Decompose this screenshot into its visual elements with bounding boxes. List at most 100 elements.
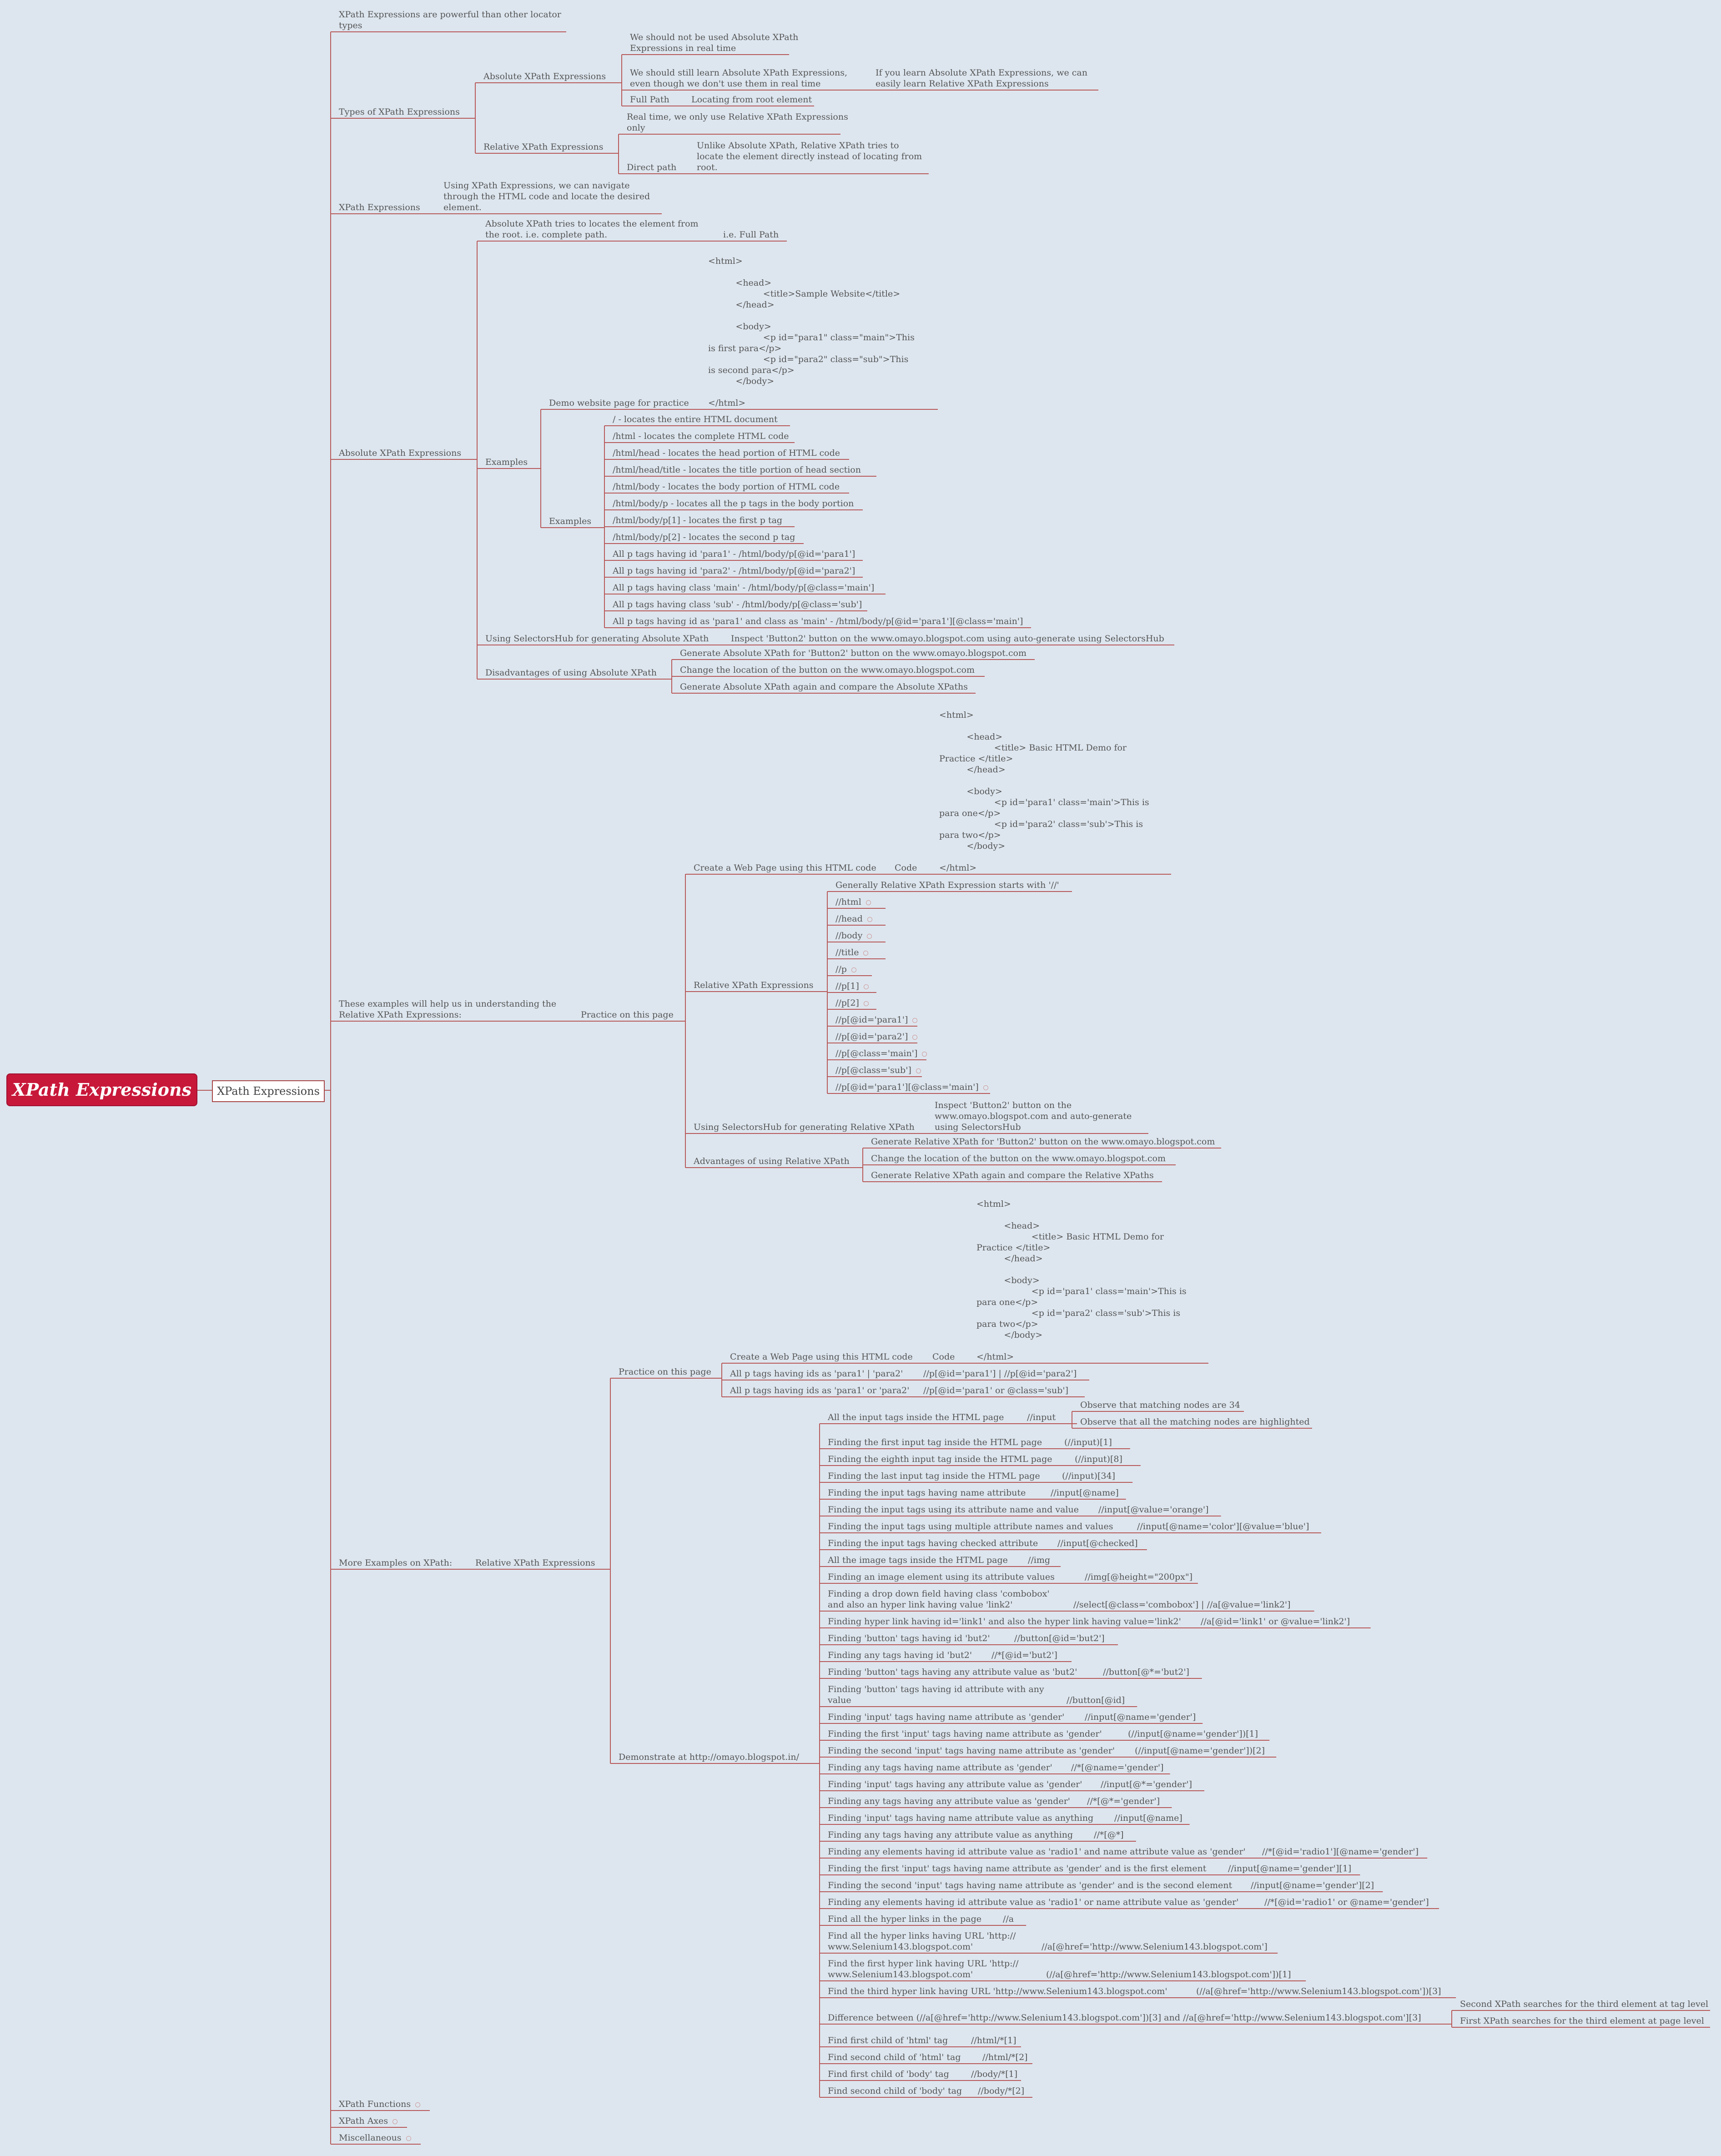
- topic-d36[interactable]: Find first child of 'body' tag: [828, 2069, 949, 2079]
- topic-n31[interactable]: Code: [895, 863, 917, 873]
- topic-d35[interactable]: Find second child of 'html' tag: [828, 2052, 961, 2062]
- topic-d7[interactable]: Finding the input tags using multiple at…: [828, 1521, 1113, 1531]
- topic-n9[interactable]: Relative XPath Expressions: [483, 142, 604, 152]
- topic-n38[interactable]: Change the location of the button on the…: [871, 1154, 1166, 1164]
- topic-d18v[interactable]: (//input[@name='gender'])[1]: [1128, 1729, 1258, 1739]
- topic-d2v[interactable]: (//input)[1]: [1064, 1437, 1112, 1447]
- topic-d8[interactable]: Finding the input tags having checked at…: [828, 1538, 1038, 1548]
- topic-d21[interactable]: Finding 'input' tags having any attribut…: [828, 1779, 1082, 1789]
- topic-d19[interactable]: Finding the second 'input' tags having n…: [828, 1746, 1115, 1756]
- topic-n4[interactable]: We should not be used Absolute XPath Exp…: [630, 32, 799, 53]
- topic-d9[interactable]: All the image tags inside the HTML page: [828, 1555, 1008, 1565]
- topic-d20v[interactable]: //*[@name='gender']: [1071, 1763, 1164, 1773]
- topic-r3[interactable]: //body: [835, 930, 872, 941]
- topic-d6v[interactable]: //input[@value='orange']: [1098, 1505, 1209, 1515]
- topic-d29v[interactable]: //a: [1003, 1914, 1014, 1924]
- topic-d1v[interactable]: //input: [1027, 1412, 1056, 1422]
- topic-a6[interactable]: /html/body/p - locates all the p tags in…: [613, 499, 854, 509]
- topic-n50[interactable]: Demonstrate at http://omayo.blogspot.in/: [619, 1752, 800, 1762]
- topic-r5[interactable]: //p: [835, 964, 856, 975]
- topic-n43[interactable]: Create a Web Page using this HTML code: [730, 1352, 913, 1362]
- topic-n46[interactable]: All p tags having ids as 'para1' | 'para…: [730, 1369, 903, 1379]
- topic-n26[interactable]: Change the location of the button on the…: [680, 665, 975, 675]
- topic-d34v[interactable]: //html/*[1]: [971, 2035, 1016, 2045]
- topic-n22[interactable]: Using SelectorsHub for generating Absolu…: [485, 634, 709, 644]
- topic-d2[interactable]: Finding the first input tag inside the H…: [828, 1437, 1042, 1447]
- topic-d33[interactable]: Difference between (//a[@href='http://ww…: [828, 2013, 1421, 2023]
- topic-n39[interactable]: Generate Relative XPath again and compar…: [871, 1170, 1154, 1180]
- topic-d23[interactable]: Finding 'input' tags having name attribu…: [828, 1813, 1094, 1823]
- topic-n33[interactable]: Relative XPath Expressions: [694, 980, 814, 990]
- topic-n14[interactable]: Using XPath Expressions, we can navigate…: [443, 181, 650, 212]
- topic-n10[interactable]: Real time, we only use Relative XPath Ex…: [627, 112, 848, 133]
- topic-r0[interactable]: Generally Relative XPath Expression star…: [835, 880, 1059, 890]
- topic-n40[interactable]: More Examples on XPath:: [339, 1558, 453, 1568]
- topic-d30v[interactable]: //a[@href='http://www.Selenium143.blogsp…: [1042, 1942, 1268, 1952]
- topic-n16[interactable]: Absolute XPath tries to locates the elem…: [485, 219, 699, 240]
- topic-d35v[interactable]: //html/*[2]: [982, 2052, 1028, 2062]
- topic-d3v[interactable]: (//input)[8]: [1075, 1454, 1122, 1464]
- topic-d11v[interactable]: //select[@class='combobox'] | //a[@value…: [1073, 1600, 1291, 1610]
- topic-n19[interactable]: Demo website page for practice: [549, 398, 689, 408]
- topic-n8[interactable]: Locating from root element: [691, 95, 812, 105]
- topic-d25[interactable]: Finding any elements having id attribute…: [828, 1847, 1246, 1857]
- topic-r8[interactable]: //p[@id='para1']: [835, 1014, 917, 1025]
- topic-d17v[interactable]: //input[@name='gender']: [1085, 1712, 1196, 1722]
- topic-d4v[interactable]: (//input)[34]: [1062, 1471, 1115, 1481]
- topic-r4[interactable]: //title: [835, 947, 868, 958]
- topic-n34[interactable]: Using SelectorsHub for generating Relati…: [694, 1122, 915, 1132]
- topic-d9v[interactable]: //img: [1028, 1555, 1051, 1565]
- topic-a3[interactable]: /html/head - locates the head portion of…: [613, 448, 840, 458]
- topic-d27[interactable]: Finding the second 'input' tags having n…: [828, 1880, 1233, 1890]
- topic-n44[interactable]: Code: [932, 1352, 955, 1362]
- topic-d30[interactable]: Find all the hyper links having URL 'htt…: [828, 1931, 1016, 1952]
- topic-d24v[interactable]: //*[@*]: [1094, 1830, 1124, 1840]
- topic-n47[interactable]: //p[@id='para1'] | //p[@id='para2']: [923, 1369, 1077, 1379]
- topic-d17[interactable]: Finding 'input' tags having name attribu…: [828, 1712, 1065, 1722]
- topic-d31[interactable]: Find the first hyper link having URL 'ht…: [828, 1959, 1019, 1980]
- topic-d36v[interactable]: //body/*[1]: [971, 2069, 1018, 2079]
- topic-r6[interactable]: //p[1]: [835, 981, 869, 992]
- central-topic[interactable]: XPath Expressions: [7, 1074, 196, 1105]
- topic-d24[interactable]: Finding any tags having any attribute va…: [828, 1830, 1073, 1840]
- topic-a13[interactable]: All p tags having id as 'para1' and clas…: [613, 616, 1023, 626]
- topic-d27v[interactable]: //input[@name='gender'][2]: [1251, 1880, 1374, 1890]
- topic-a11[interactable]: All p tags having class 'main' - /html/b…: [613, 583, 875, 593]
- topic-r12[interactable]: //p[@id='para1'][@class='main']: [835, 1082, 988, 1093]
- topic-d28[interactable]: Finding any elements having id attribute…: [828, 1897, 1239, 1907]
- topic-d18[interactable]: Finding the first 'input' tags having na…: [828, 1729, 1102, 1739]
- topic-n53[interactable]: Miscellaneous: [339, 2132, 411, 2143]
- topic-d10[interactable]: Finding an image element using its attri…: [828, 1572, 1055, 1582]
- topic-n20[interactable]: <html> <head> <title>Sample Website</tit…: [708, 256, 915, 408]
- topic-n37[interactable]: Generate Relative XPath for 'Button2' bu…: [871, 1137, 1215, 1147]
- topic-d5[interactable]: Finding the input tags having name attri…: [828, 1488, 1026, 1498]
- topic-n21[interactable]: Examples: [549, 516, 592, 526]
- topic-n7[interactable]: Full Path: [630, 95, 669, 105]
- topic-d11[interactable]: Finding a drop down field having class '…: [828, 1589, 1050, 1610]
- topic-d22[interactable]: Finding any tags having any attribute va…: [828, 1796, 1071, 1806]
- topic-d16[interactable]: Finding 'button' tags having id attribut…: [828, 1684, 1044, 1705]
- topic-a1[interactable]: / - locates the entire HTML document: [613, 414, 778, 424]
- topic-n23[interactable]: Inspect 'Button2' button on the www.omay…: [731, 634, 1164, 644]
- topic-d37[interactable]: Find second child of 'body' tag: [828, 2086, 962, 2096]
- topic-d12v[interactable]: //a[@id='link1' or @value='link2']: [1201, 1617, 1350, 1627]
- topic-d14v[interactable]: //*[@id='but2']: [991, 1650, 1057, 1660]
- topic-n5[interactable]: We should still learn Absolute XPath Exp…: [630, 68, 847, 89]
- topic-n11[interactable]: Direct path: [627, 162, 677, 172]
- topic-n27[interactable]: Generate Absolute XPath again and compar…: [680, 682, 968, 692]
- topic-d29[interactable]: Find all the hyper links in the page: [828, 1914, 981, 1924]
- topic-n51[interactable]: XPath Functions: [339, 2099, 420, 2110]
- topic-n30[interactable]: Create a Web Page using this HTML code: [694, 863, 876, 873]
- topic-d14[interactable]: Finding any tags having id 'but2': [828, 1650, 972, 1660]
- topic-d32v[interactable]: (//a[@href='http://www.Selenium143.blogs…: [1196, 1986, 1441, 1996]
- topic-n32[interactable]: <html> <head> <title> Basic HTML Demo fo…: [939, 710, 1149, 873]
- topic-n45[interactable]: <html> <head> <title> Basic HTML Demo fo…: [976, 1199, 1187, 1362]
- topic-n25[interactable]: Generate Absolute XPath for 'Button2' bu…: [680, 648, 1027, 658]
- topic-d33b[interactable]: First XPath searches for the third eleme…: [1460, 2016, 1704, 2026]
- topic-n35[interactable]: Inspect 'Button2' button on the www.omay…: [935, 1100, 1132, 1132]
- topic-d22v[interactable]: //*[@*='gender']: [1087, 1796, 1160, 1806]
- topic-d13[interactable]: Finding 'button' tags having id 'but2': [828, 1633, 990, 1643]
- topic-d1a[interactable]: Observe that matching nodes are 34: [1080, 1400, 1240, 1410]
- topic-a12[interactable]: All p tags having class 'sub' - /html/bo…: [613, 599, 862, 610]
- topic-r11[interactable]: //p[@class='sub']: [835, 1065, 921, 1076]
